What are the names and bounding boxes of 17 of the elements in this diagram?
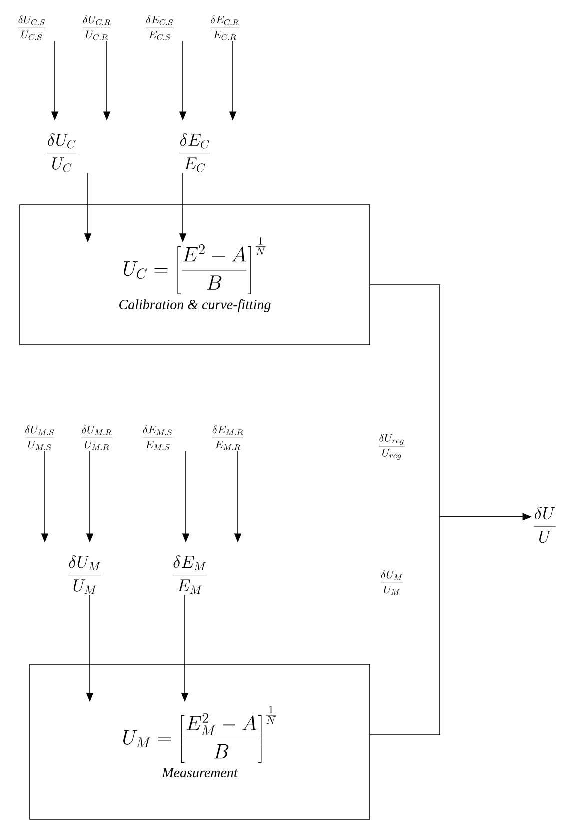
fraction: $\frac{\delta U_{C.R}}{U_{C.R}}$ — [82, 16, 112, 40]
formula-box: $U_M = \left[\frac{E_M^2 - A}{B}\right]^{\frac{1}{N}}$ Measurement — [30, 664, 370, 820]
fraction: $\frac{\delta U_{M.S}}{U_{M.S}}$ — [25, 426, 55, 450]
fraction: $\frac{\delta U_{M.R}}{U_{M.R}}$ — [82, 426, 112, 450]
fraction: $\frac{\delta E_{M}}{E_{M}}$ — [173, 556, 207, 594]
edge-label: $\frac{\delta U_{M}}{U_{M}}$ — [378, 570, 406, 596]
fraction: $\frac{\delta E_{M.R}}{E_{M.R}}$ — [212, 426, 244, 450]
fraction: $\frac{\delta E_{C}}{E_{C}}$ — [180, 134, 210, 172]
fraction: $\frac{\delta U_{M}}{U_{M}}$ — [68, 556, 102, 594]
fraction: $\frac{\delta U}{U}$ — [534, 506, 556, 544]
fraction: $\frac{\delta E_{C.R}}{E_{C.R}}$ — [210, 16, 240, 40]
edge-label: $\frac{\delta U_{reg}}{U_{reg}}$ — [377, 433, 407, 461]
fraction: $\frac{\delta U_{C.S}}{U_{C.S}}$ — [18, 16, 46, 40]
formula-box: $U_C = \left[\frac{E^2 - A}{B}\right]^{\frac{1}{N}}$ Calibration & curve-fitting — [20, 204, 370, 346]
fraction: $\frac{\delta E_{C.S}}{E_{C.S}}$ — [146, 16, 174, 40]
fraction: $\frac{\delta E_{M.S}}{E_{M.S}}$ — [142, 426, 174, 450]
fraction: $\frac{\delta U_{C}}{U_{C}}$ — [47, 134, 77, 172]
